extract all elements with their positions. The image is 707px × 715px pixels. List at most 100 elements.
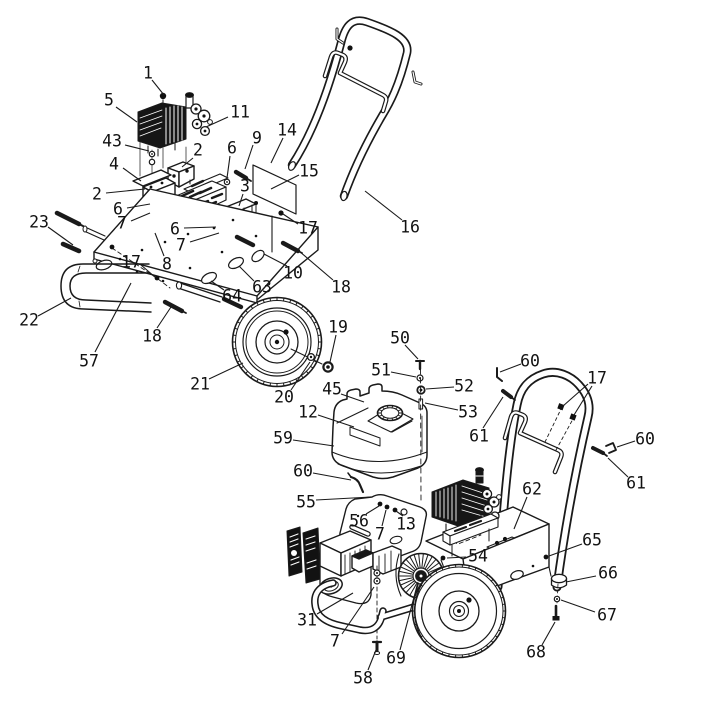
leader-line-64 (210, 280, 225, 291)
pin-60-right (605, 442, 617, 454)
leader-line-19 (329, 334, 337, 363)
leader-line-60 (616, 440, 636, 448)
leader-line-7 (130, 212, 151, 222)
tank-mount-hardware-50-53 (415, 359, 426, 501)
bolt-23-a (54, 210, 82, 227)
callout-label-6: 6 (113, 200, 123, 219)
bolt-23-b (60, 241, 82, 254)
screw-54 (440, 555, 446, 561)
leader-line-17 (140, 264, 156, 278)
push-handle-22 (60, 263, 152, 313)
pump-manifold (190, 103, 213, 137)
bolt-7 (234, 234, 256, 248)
leader-line-7 (341, 586, 375, 635)
upper-pump-assembly-5 (137, 92, 213, 200)
leader-line-21 (208, 362, 244, 380)
leader-line-53 (424, 402, 459, 411)
hole-56 (377, 501, 383, 507)
axle-tube (177, 282, 223, 303)
leader-line-61 (607, 457, 629, 478)
leader-line-8 (154, 232, 165, 257)
leader-line-61 (482, 396, 504, 429)
leader-line-17 (573, 385, 593, 416)
callout-label-19: 19 (328, 318, 348, 337)
leader-line-50 (404, 344, 419, 360)
lower-pump-assembly (431, 467, 502, 561)
callout-label-6: 6 (170, 220, 180, 239)
leader-line-2 (181, 157, 194, 168)
leader-line-17 (562, 383, 589, 407)
screw-17-a (557, 403, 565, 411)
callout-label-17: 17 (121, 253, 141, 272)
callout-label-18: 18 (142, 327, 162, 346)
fuel-tank-12-59 (331, 383, 428, 480)
callout-label-50: 50 (390, 329, 410, 348)
callout-label-7: 7 (117, 214, 127, 233)
callout-label-11: 11 (230, 103, 250, 122)
leader-line-12 (317, 414, 355, 428)
leader-line-51 (390, 371, 417, 378)
leader-line-7 (381, 509, 387, 527)
callout-label-3: 3 (240, 177, 250, 196)
callout-label-2: 2 (193, 141, 203, 160)
callout-label-61: 61 (626, 474, 646, 493)
callout-label-54: 54 (468, 547, 488, 566)
leader-line-2 (105, 188, 146, 194)
leader-line-18 (298, 250, 334, 281)
hole-7 (384, 504, 390, 510)
callout-label-9: 9 (252, 129, 262, 148)
leader-line-55 (315, 496, 372, 501)
callout-label-22: 22 (19, 311, 39, 330)
leader-line-57 (94, 282, 132, 353)
callout-label-53: 53 (458, 403, 478, 422)
leader-line-15 (270, 174, 300, 190)
lower-frame-tube (311, 579, 418, 635)
front-wheel-21 (231, 296, 334, 388)
callout-label-51: 51 (371, 361, 391, 380)
leader-line-60 (499, 363, 522, 373)
leader-line-1 (151, 79, 165, 96)
callout-label-7: 7 (375, 525, 385, 544)
rear-wheel (411, 563, 507, 659)
callout-label-43: 43 (102, 132, 122, 151)
callout-label-7: 7 (176, 236, 186, 255)
callout-label-56: 56 (349, 512, 369, 531)
leader-line-14 (270, 137, 284, 164)
pin-60-topleft (496, 367, 503, 382)
upper-handle-16 (287, 16, 423, 202)
callout-label-17: 17 (298, 219, 318, 238)
screw-17 (278, 210, 284, 216)
callout-label-63: 63 (252, 278, 272, 297)
callout-label-7: 7 (330, 632, 340, 651)
callout-label-18: 18 (331, 278, 351, 297)
bolt-61-left (501, 389, 513, 399)
bolt-61-right (591, 446, 605, 455)
leader-line-3 (238, 193, 244, 207)
callout-label-61: 61 (469, 427, 489, 446)
callout-label-62: 62 (522, 480, 542, 499)
screw-65 (543, 554, 549, 560)
baffle-plate-14-15 (252, 164, 297, 215)
leader-line-45 (340, 393, 365, 403)
leader-line-63 (238, 265, 255, 282)
callout-label-2: 2 (92, 185, 102, 204)
leader-line-5 (115, 106, 138, 123)
leader-line-67 (560, 599, 596, 613)
callout-label-6: 6 (227, 139, 237, 158)
callout-label-15: 15 (299, 162, 319, 181)
callout-label-69: 69 (386, 649, 406, 668)
leader-line-68 (541, 621, 556, 646)
leader-line-66 (565, 575, 597, 583)
leader-line-16 (364, 190, 403, 221)
leader-line-65 (548, 543, 583, 557)
callout-label-10: 10 (283, 264, 303, 283)
leader-line-7 (189, 232, 220, 243)
bolt-1 (159, 92, 167, 100)
handle-grip-bar (322, 50, 389, 114)
leader-line-6 (226, 155, 231, 179)
callout-label-52: 52 (454, 377, 474, 396)
callout-label-67: 67 (597, 606, 617, 625)
